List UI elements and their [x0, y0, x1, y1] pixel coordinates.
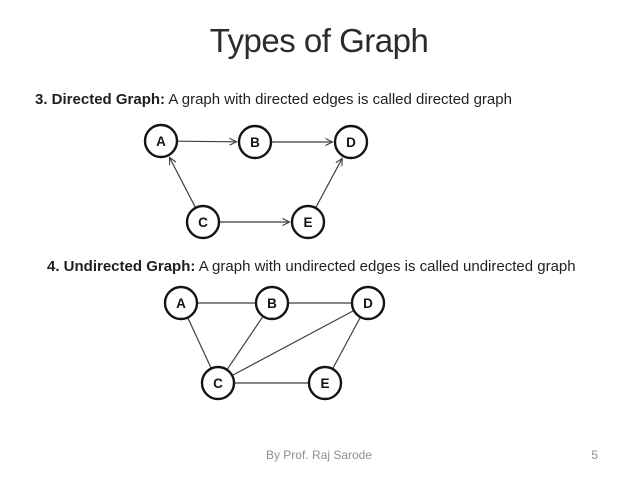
directed-graph-heading-label: 3. Directed Graph:: [35, 91, 166, 108]
directed-graph-diagram: A B D C E: [143, 123, 369, 240]
graph-node-label-A: A: [156, 134, 166, 149]
graph-edge-A-C: [187, 317, 212, 369]
graph-node-label-C: C: [213, 376, 223, 391]
graph-edge-E-D: [332, 316, 361, 370]
graph-node-label-C: C: [198, 215, 208, 230]
graph-node-C: [185, 204, 221, 240]
graph-node-D: [333, 124, 369, 160]
footer-author: By Prof. Raj Sarode: [265, 448, 373, 462]
graph-node-label-D: D: [346, 135, 356, 150]
graph-edge-B-C: [226, 315, 264, 371]
graph-node-B: [254, 285, 290, 321]
undirected-graph-heading-text: A graph with undirected edges is called …: [195, 258, 576, 275]
graph-edge-C-A: [168, 156, 197, 209]
directed-graph-heading: 3. Directed Graph: A graph with directed…: [35, 91, 512, 108]
directed-graph-heading-text: A graph with directed edges is called di…: [165, 91, 512, 108]
graph-node-label-A: A: [176, 296, 186, 311]
graph-node-C: [200, 365, 236, 401]
graph-node-label-E: E: [320, 376, 329, 391]
graph-node-E: [307, 365, 343, 401]
graph-node-A: [143, 123, 179, 159]
graph-edge-A-B: [176, 137, 238, 146]
undirected-graph-heading-label: 4. Undirected Graph:: [47, 258, 196, 275]
graph-edge-E-D: [315, 157, 343, 209]
graph-node-D: [350, 285, 386, 321]
graph-node-B: [237, 124, 273, 160]
graph-node-label-D: D: [363, 296, 373, 311]
graph-edge-C-D: [231, 309, 355, 377]
graph-node-label-B: B: [250, 135, 260, 150]
graph-node-label-E: E: [303, 215, 312, 230]
undirected-graph-diagram: A B D C E: [163, 285, 386, 401]
slide-title: Types of Graph: [209, 22, 429, 59]
graph-node-E: [290, 204, 326, 240]
graph-node-A: [163, 285, 199, 321]
undirected-graph-heading: 4. Undirected Graph: A graph with undire…: [47, 258, 576, 275]
graph-node-label-B: B: [267, 296, 277, 311]
footer-page-number: 5: [591, 448, 598, 462]
